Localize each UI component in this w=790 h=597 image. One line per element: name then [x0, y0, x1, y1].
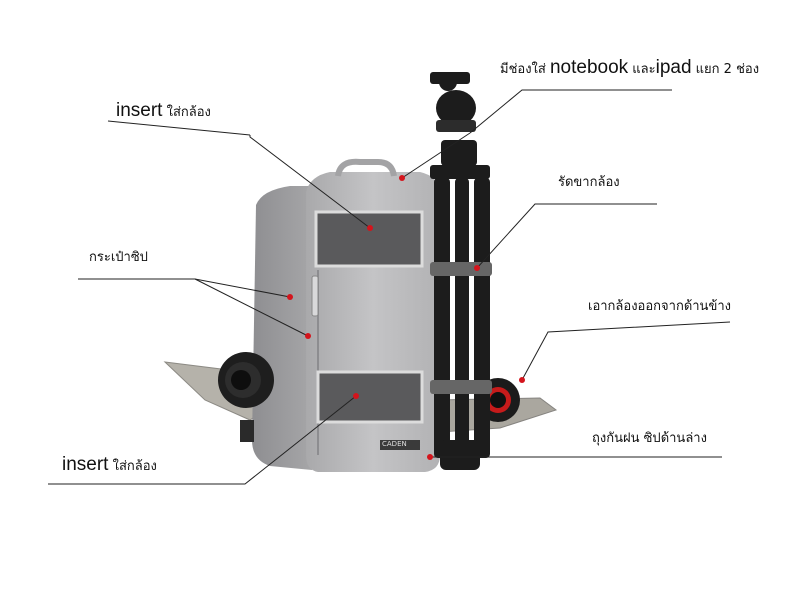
insert-top-panel — [314, 210, 424, 268]
callout-rain-cover: ถุงกันฝน ซิปด้านล่าง — [592, 431, 707, 446]
callout-insert-bottom-rest: ใส่กล้อง — [108, 459, 157, 474]
callout-compartments-pre: มีช่องใส่ — [500, 62, 550, 77]
bag-handle — [335, 158, 397, 177]
callout-insert-bottom: insert ใส่กล้อง — [62, 455, 157, 474]
callout-zipper-bag: กระเป๋าซิป — [89, 250, 148, 265]
insert-bottom-panel — [316, 370, 424, 424]
leader-lines — [48, 89, 731, 485]
callout-insert-top-rest: ใส่กล้อง — [162, 105, 211, 120]
callout-insert-top: insert ใส่กล้อง — [116, 101, 211, 120]
callout-dots — [287, 175, 525, 460]
callout-compartments-notebook: notebook — [549, 57, 629, 78]
callout-compartments-ipad: ipad — [655, 57, 692, 78]
callout-compartments-mid: และ — [628, 62, 656, 77]
bag-side — [252, 186, 312, 470]
callout-compartments: มีช่องใส่ notebook และipad แยก 2 ช่อง — [500, 58, 759, 77]
callout-strap: รัดขากล้อง — [558, 175, 620, 190]
callout-side-access: เอากล้องออกจากด้านข้าง — [588, 299, 731, 314]
brand-tag: CADEN — [382, 440, 407, 448]
callout-compartments-post: แยก 2 ช่อง — [691, 62, 760, 77]
callout-insert-bottom-word: insert — [62, 454, 109, 475]
tripod — [430, 72, 492, 470]
callout-insert-top-word: insert — [116, 100, 163, 121]
